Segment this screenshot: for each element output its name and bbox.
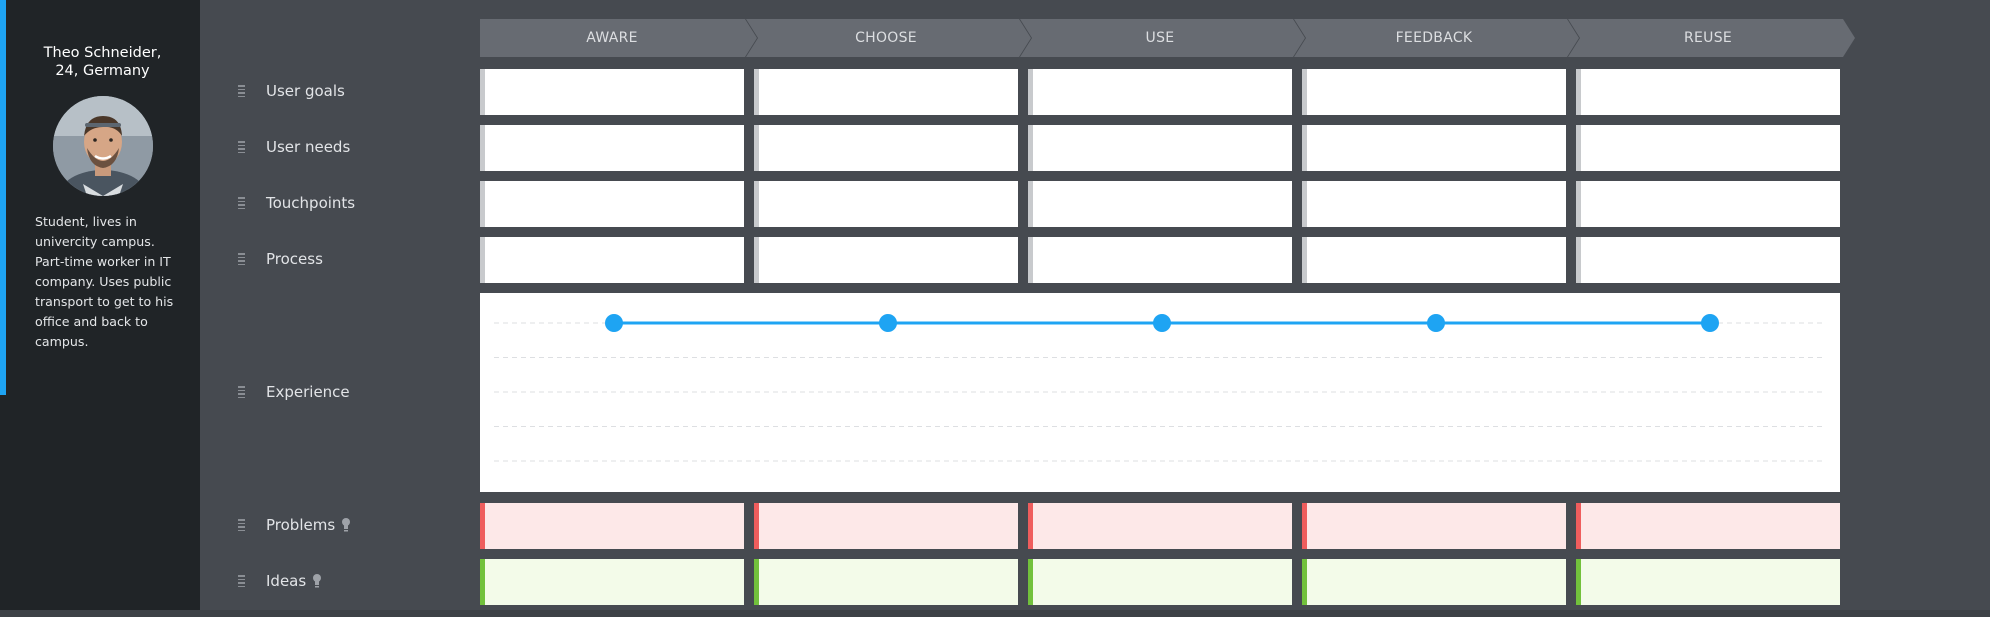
cell-user-needs-use[interactable] (1028, 125, 1292, 171)
cell-user-goals-feedback[interactable] (1302, 69, 1566, 115)
cell-ideas-use[interactable] (1028, 559, 1292, 605)
stage-arrow-use (1020, 19, 1305, 57)
drag-handle-icon[interactable] (238, 575, 252, 587)
experience-graph-panel[interactable] (480, 293, 1840, 492)
drag-handle-icon[interactable] (238, 141, 252, 153)
stage-header-aware[interactable]: AWARE (480, 19, 744, 57)
avatar (53, 96, 153, 196)
drag-handle-icon[interactable] (238, 197, 252, 209)
row-label-touchpoints[interactable]: Touchpoints (238, 192, 355, 214)
experience-graph[interactable] (480, 293, 1840, 492)
cell-problems-feedback[interactable] (1302, 503, 1566, 549)
cell-ideas-feedback[interactable] (1302, 559, 1566, 605)
drag-handle-icon[interactable] (238, 253, 252, 265)
cell-user-goals-reuse[interactable] (1576, 69, 1840, 115)
bottom-scrollbar-track (0, 610, 1990, 617)
experience-point-feedback[interactable] (1427, 314, 1445, 332)
cell-user-goals-choose[interactable] (754, 69, 1018, 115)
drag-handle-icon[interactable] (238, 519, 252, 531)
stage-arrow-aware (480, 19, 757, 57)
cell-touchpoints-use[interactable] (1028, 181, 1292, 227)
persona-name: Theo Schneider, 24, Germany (20, 44, 185, 80)
row-title: Process (266, 250, 323, 268)
cell-user-needs-aware[interactable] (480, 125, 744, 171)
row-label-user-goals[interactable]: User goals (238, 80, 345, 102)
stage-header-use[interactable]: USE (1028, 19, 1292, 57)
row-title: Experience (266, 383, 350, 401)
row-label-user-needs[interactable]: User needs (238, 136, 350, 158)
row-title: Touchpoints (266, 194, 356, 212)
row-label-ideas[interactable]: Ideas (238, 570, 322, 592)
stage-arrow-feedback (1294, 19, 1579, 57)
row-label-process[interactable]: Process (238, 248, 323, 270)
cell-process-feedback[interactable] (1302, 237, 1566, 283)
persona-name-line1: Theo Schneider, (43, 45, 162, 61)
experience-point-reuse[interactable] (1701, 314, 1719, 332)
cell-problems-use[interactable] (1028, 503, 1292, 549)
drag-handle-icon[interactable] (238, 85, 252, 97)
cell-user-needs-feedback[interactable] (1302, 125, 1566, 171)
cell-user-needs-reuse[interactable] (1576, 125, 1840, 171)
stage-header-arrows (480, 19, 1855, 57)
row-title: Ideas (266, 572, 307, 590)
row-title: Problems (266, 516, 336, 534)
cell-touchpoints-reuse[interactable] (1576, 181, 1840, 227)
stage-header-feedback[interactable]: FEEDBACK (1302, 19, 1566, 57)
cell-touchpoints-aware[interactable] (480, 181, 744, 227)
cell-process-aware[interactable] (480, 237, 744, 283)
cell-process-choose[interactable] (754, 237, 1018, 283)
persona-name-line2: 24, Germany (55, 63, 150, 79)
cell-ideas-reuse[interactable] (1576, 559, 1840, 605)
row-label-problems[interactable]: Problems (238, 514, 351, 536)
cell-user-needs-choose[interactable] (754, 125, 1018, 171)
stage-header-reuse[interactable]: REUSE (1576, 19, 1840, 57)
cell-process-reuse[interactable] (1576, 237, 1840, 283)
sidebar-accent-bar (0, 0, 6, 395)
cell-problems-aware[interactable] (480, 503, 744, 549)
drag-handle-icon[interactable] (238, 386, 252, 398)
cell-touchpoints-feedback[interactable] (1302, 181, 1566, 227)
cell-user-goals-use[interactable] (1028, 69, 1292, 115)
cell-user-goals-aware[interactable] (480, 69, 744, 115)
stage-label: USE (1145, 30, 1175, 46)
experience-point-choose[interactable] (879, 314, 897, 332)
cell-problems-reuse[interactable] (1576, 503, 1840, 549)
experience-point-aware[interactable] (605, 314, 623, 332)
cell-problems-choose[interactable] (754, 503, 1018, 549)
stage-header-choose[interactable]: CHOOSE (754, 19, 1018, 57)
lightbulb-icon (342, 518, 351, 532)
cell-touchpoints-choose[interactable] (754, 181, 1018, 227)
stage-arrow-reuse (1568, 19, 1855, 57)
stage-label: CHOOSE (855, 30, 917, 46)
lightbulb-icon (313, 574, 322, 588)
stage-arrow-choose (746, 19, 1031, 57)
row-title: User goals (266, 82, 345, 100)
row-label-experience[interactable]: Experience (238, 381, 350, 403)
persona-description: Student, lives in univercity campus. Par… (35, 214, 174, 349)
stage-label: AWARE (586, 30, 638, 46)
cell-ideas-aware[interactable] (480, 559, 744, 605)
experience-point-use[interactable] (1153, 314, 1171, 332)
cell-ideas-choose[interactable] (754, 559, 1018, 605)
row-title: User needs (266, 138, 351, 156)
stage-label: FEEDBACK (1395, 30, 1473, 46)
stage-label: REUSE (1683, 30, 1733, 46)
cell-process-use[interactable] (1028, 237, 1292, 283)
persona-sidebar: Theo Schneider, 24, Germany Student, liv… (0, 0, 200, 610)
